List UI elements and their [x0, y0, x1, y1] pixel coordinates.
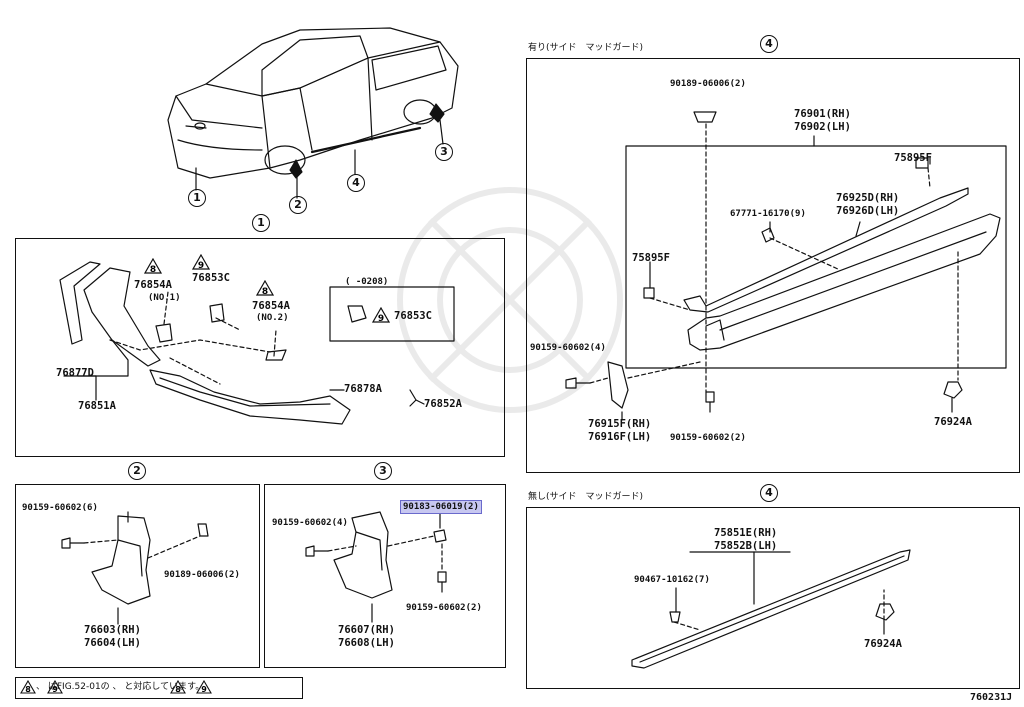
part-76916F-lh: 76916F(LH)	[588, 431, 652, 443]
part-76854A-no1: 76854A	[134, 279, 172, 291]
part-90189-06006-2: 90189-06006(2)	[164, 570, 240, 580]
part-76901-rh: 76901(RH)	[794, 108, 851, 120]
diagram-code: 760231J	[970, 692, 1013, 703]
panel4a-number: 4	[760, 35, 778, 53]
caution-triangle-9b: 9	[372, 307, 390, 323]
part-76853C: 76853C	[192, 272, 230, 284]
footer-note-box	[15, 677, 303, 699]
svg-text:9: 9	[378, 314, 384, 323]
part-76854A-no2: 76854A	[252, 300, 290, 312]
overview-callout-2: 2	[289, 196, 307, 214]
part-90159-60602-2-sill: 90159-60602(2)	[670, 433, 746, 443]
part-76878A: 76878A	[344, 383, 382, 395]
part-90159-60602-6: 90159-60602(6)	[22, 503, 98, 513]
footer-triangle-9b: 9	[196, 680, 212, 694]
caution-triangle-9: 9	[192, 254, 210, 270]
footer-note: 、 はFIG.52-01の 、 と対応しています。	[36, 682, 205, 692]
svg-text:8: 8	[262, 287, 268, 296]
part-76854A-no1-sub: (NO.1)	[148, 293, 181, 303]
part-76852A: 76852A	[424, 398, 462, 410]
part-75895F-left: 75895F	[632, 252, 670, 264]
part-90159-60602-2: 90159-60602(2)	[406, 603, 482, 613]
svg-text:8: 8	[175, 685, 181, 694]
part-76924A-sill: 76924A	[934, 416, 972, 428]
part-75851E-rh: 75851E(RH)	[714, 527, 778, 539]
panel3-number: 3	[374, 462, 392, 480]
part-76902-lh: 76902(LH)	[794, 121, 851, 133]
part-76603-rh: 76603(RH)	[84, 624, 141, 636]
panel4b-number: 4	[760, 484, 778, 502]
part-76924A-molding: 76924A	[864, 638, 902, 650]
footer-triangle-8b: 8	[170, 680, 186, 694]
footer-triangle-8a: 8	[20, 680, 36, 694]
overview-callout-3: 3	[435, 143, 453, 161]
overview-callout-4: 4	[347, 174, 365, 192]
part-90467-10162-7: 90467-10162(7)	[634, 575, 710, 585]
caution-triangle-8: 8	[144, 258, 162, 274]
front-spoiler-art	[59, 261, 351, 425]
part-67771-16170-9: 67771-16170(9)	[730, 209, 806, 219]
side-molding-art	[631, 549, 911, 669]
footer-note-text: 、 はFIG.52-01の 、 と対応しています。	[36, 681, 204, 693]
part-76608-lh: 76608(LH)	[338, 637, 395, 649]
part-90159-60602-4: 90159-60602(4)	[272, 518, 348, 528]
front-mudflap-art	[61, 515, 209, 605]
part-76851A: 76851A	[78, 400, 116, 412]
panel4b-heading: 無し(サイド マッドガード)	[528, 492, 644, 502]
car-illustration	[167, 27, 459, 179]
part-90189-06006-2-top: 90189-06006(2)	[670, 79, 746, 89]
part-76604-lh: 76604(LH)	[84, 637, 141, 649]
footer-triangle-9a: 9	[47, 680, 63, 694]
panel-side-sill-without-guard	[526, 507, 1020, 689]
inset-part-76853C: 76853C	[394, 310, 432, 322]
part-76877D: 76877D	[56, 367, 94, 379]
part-75895F-right: 75895F	[894, 152, 932, 164]
rear-mudflap-art	[305, 511, 447, 599]
svg-text:8: 8	[25, 685, 31, 694]
panel-side-sill-with-guard	[526, 58, 1020, 473]
part-76854A-no2-sub: (NO.2)	[256, 313, 289, 323]
panel-rear-mudflap	[264, 484, 506, 668]
panel1-number: 1	[252, 214, 270, 232]
side-sill-art	[565, 111, 1001, 413]
part-76607-rh: 76607(RH)	[338, 624, 395, 636]
part-76926D-lh: 76926D(LH)	[836, 205, 900, 217]
part-90159-60602-4-sill: 90159-60602(4)	[530, 343, 606, 353]
svg-text:9: 9	[52, 685, 58, 694]
part-75852B-lh: 75852B(LH)	[714, 540, 778, 552]
part-76925D-rh: 76925D(RH)	[836, 192, 900, 204]
panel-front-mudflap	[15, 484, 260, 668]
svg-text:9: 9	[201, 685, 207, 694]
caution-triangle-8b: 8	[256, 280, 274, 296]
svg-text:9: 9	[198, 261, 204, 270]
inset-date-range: ( -0208)	[345, 277, 389, 287]
svg-text:8: 8	[150, 265, 156, 274]
panel4a-heading: 有り(サイド マッドガード)	[528, 43, 644, 53]
panel2-number: 2	[128, 462, 146, 480]
part-76915F-rh: 76915F(RH)	[588, 418, 652, 430]
panel-front-spoiler	[15, 238, 505, 457]
part-90183-06019-2-highlighted[interactable]: 90183-06019(2)	[400, 500, 482, 514]
overview-callout-1: 1	[188, 189, 206, 207]
